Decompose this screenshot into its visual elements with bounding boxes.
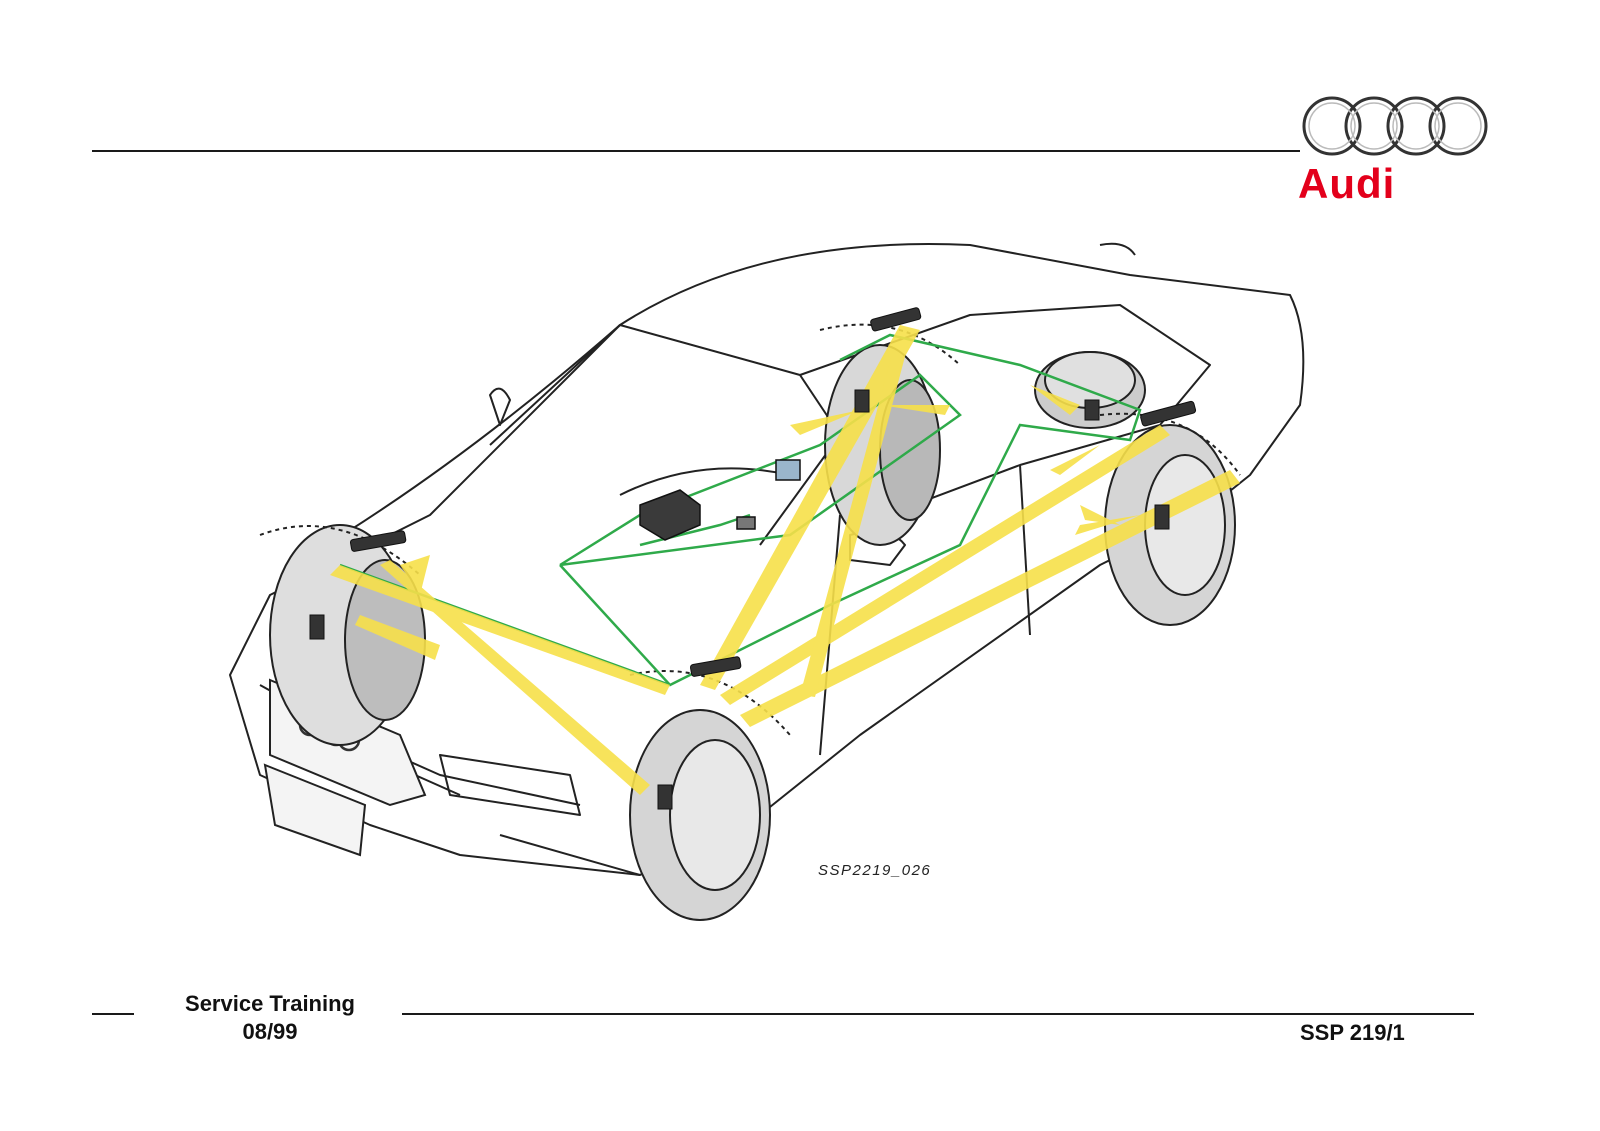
control-unit	[640, 460, 800, 540]
footer-rule-short	[92, 1013, 134, 1015]
footer-rule-long	[402, 1013, 1474, 1015]
footer-date: 08/99	[160, 1018, 380, 1046]
document-code: SSP 219/1	[1300, 1020, 1405, 1046]
figure-caption: SSP2219_026	[818, 862, 931, 879]
brand-wordmark: Audi	[1298, 160, 1458, 208]
car-sensor-illustration	[200, 215, 1360, 935]
footer-title: Service Training 08/99	[160, 990, 380, 1046]
header-rule	[92, 150, 1300, 152]
footer-title-line1: Service Training	[160, 990, 380, 1018]
